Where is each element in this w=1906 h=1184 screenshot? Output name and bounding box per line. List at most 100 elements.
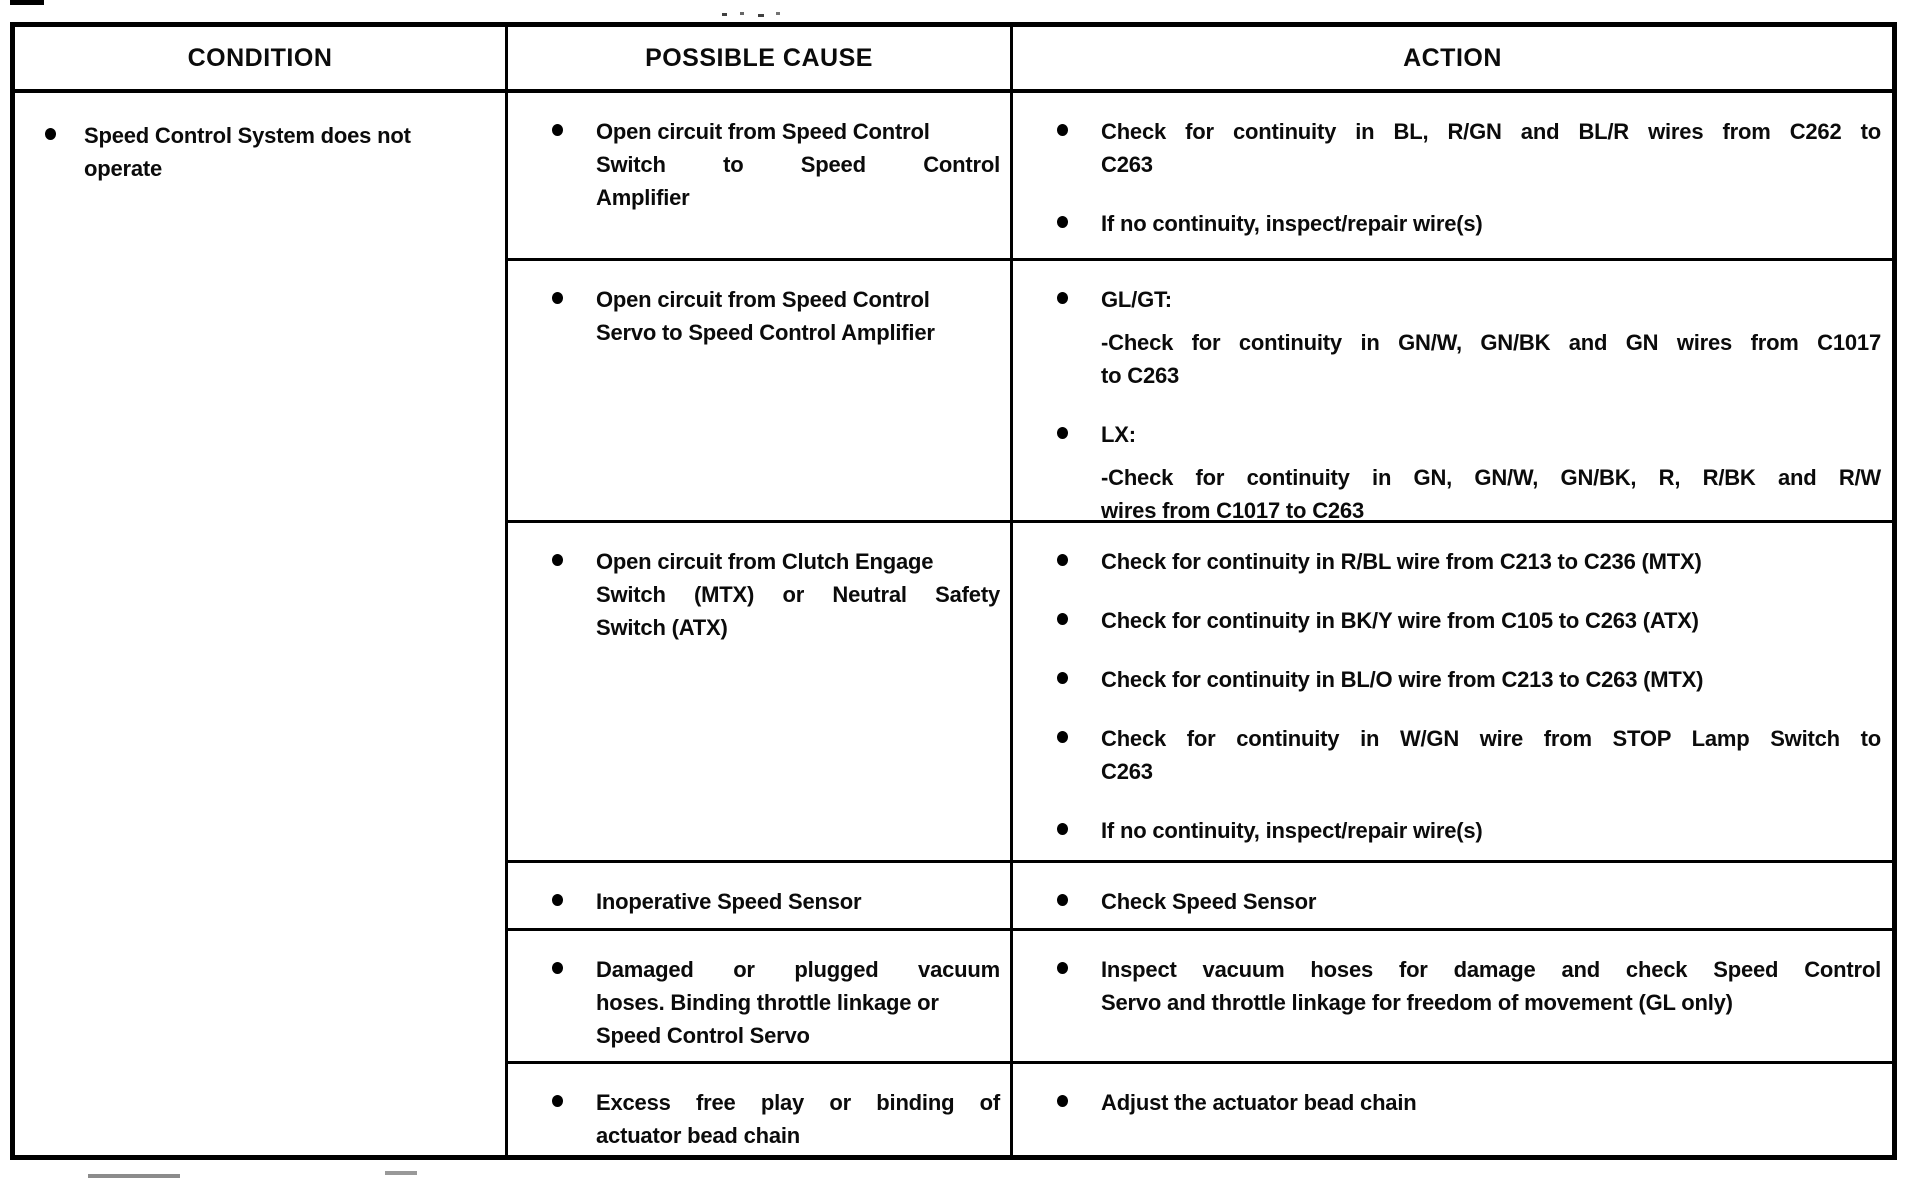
header-action-label: ACTION [1403, 43, 1502, 72]
scan-artifact [722, 13, 727, 16]
action-text: Check for continuity in W/GN wire from S… [1101, 722, 1881, 788]
bullet-icon [1057, 672, 1068, 684]
action-cell: Check Speed Sensor [1013, 860, 1892, 928]
cause-item: Damaged or plugged vacuum hoses. Binding… [552, 953, 1000, 1052]
text-line: Open circuit from Speed Control [596, 119, 930, 144]
text-line: If no continuity, inspect/repair wire(s) [1101, 211, 1483, 236]
text-line: Check for continuity in BL, R/GN and BL/… [1101, 119, 1881, 144]
cause-item: Inoperative Speed Sensor [552, 885, 1000, 918]
bullet-icon [1057, 613, 1068, 625]
text-line: Switch (MTX) or Neutral Safety [596, 582, 1000, 607]
action-text: If no continuity, inspect/repair wire(s) [1101, 207, 1881, 240]
bullet-icon [1057, 216, 1068, 228]
action-text: GL/GT: -Check for continuity in GN/W, GN… [1101, 283, 1881, 392]
text-line: Check for continuity in BK/Y wire from C… [1101, 608, 1699, 633]
scan-artifact [758, 14, 764, 17]
text-line: Switch to Speed Control [596, 152, 1000, 177]
cause-text: Open circuit from Speed Control Servo to… [596, 283, 1000, 349]
action-item: Inspect vacuum hoses for damage and chec… [1057, 953, 1882, 1019]
action-cell: Check for continuity in R/BL wire from C… [1013, 520, 1892, 860]
action-text: Check for continuity in BL/O wire from C… [1101, 663, 1881, 696]
condition-cell: Speed Control System does not operate [15, 93, 505, 1155]
action-item: Check for continuity in BK/Y wire from C… [1057, 604, 1882, 637]
action-text: Check for continuity in BK/Y wire from C… [1101, 604, 1881, 637]
cause-text: Open circuit from Clutch Engage Switch (… [596, 545, 1000, 644]
text-line: Check Speed Sensor [1101, 889, 1317, 914]
action-text: LX: -Check for continuity in GN, GN/W, G… [1101, 418, 1881, 527]
bullet-icon [552, 124, 563, 136]
text-line: Inoperative Speed Sensor [596, 889, 862, 914]
text-line: Check for continuity in W/GN wire from S… [1101, 726, 1881, 751]
bullet-icon [1057, 427, 1068, 439]
cause-item: Open circuit from Speed Control Switch t… [552, 115, 1000, 214]
text-line: operate [84, 156, 163, 181]
action-item: Adjust the actuator bead chain [1057, 1086, 1882, 1119]
cause-cell: Open circuit from Clutch Engage Switch (… [505, 520, 1013, 860]
action-text: If no continuity, inspect/repair wire(s) [1101, 814, 1881, 847]
action-cell: Inspect vacuum hoses for damage and chec… [1013, 928, 1892, 1061]
text-line: Check for continuity in R/BL wire from C… [1101, 549, 1702, 574]
text-line: LX: [1101, 422, 1136, 447]
diagnosis-table: CONDITION POSSIBLE CAUSE ACTION Speed Co… [10, 22, 1897, 1160]
text-line: Servo to Speed Control Amplifier [596, 320, 935, 345]
cause-item: Excess free play or binding of actuator … [552, 1086, 1000, 1152]
cause-text: Excess free play or binding of actuator … [596, 1086, 1000, 1152]
text-line: Excess free play or binding of [596, 1090, 1000, 1115]
action-cell: Check for continuity in BL, R/GN and BL/… [1013, 93, 1892, 258]
text-line: actuator bead chain [596, 1123, 801, 1148]
bullet-icon [552, 292, 563, 304]
text-line: wires from C1017 to C263 [1101, 498, 1364, 523]
action-item: Check for continuity in BL, R/GN and BL/… [1057, 115, 1882, 181]
text-line: -Check for continuity in GN/W, GN/BK and… [1101, 330, 1881, 355]
scan-artifact [88, 1174, 180, 1178]
bullet-icon [1057, 292, 1068, 304]
condition-text: Speed Control System does not operate [84, 119, 484, 185]
action-text: Adjust the actuator bead chain [1101, 1086, 1881, 1119]
text-line: to C263 [1101, 363, 1180, 388]
text-line: Check for continuity in BL/O wire from C… [1101, 667, 1704, 692]
bullet-icon [552, 1095, 563, 1107]
cause-item: Open circuit from Speed Control Servo to… [552, 283, 1000, 349]
bullet-icon [552, 894, 563, 906]
bullet-icon [1057, 731, 1068, 743]
text-line: Switch (ATX) [596, 615, 728, 640]
text-line: C263 [1101, 152, 1153, 177]
action-item: Check for continuity in BL/O wire from C… [1057, 663, 1882, 696]
cause-cell: Inoperative Speed Sensor [505, 860, 1013, 928]
bullet-icon [1057, 1095, 1068, 1107]
cause-cell: Open circuit from Speed Control Servo to… [505, 258, 1013, 520]
action-item: Check Speed Sensor [1057, 885, 1882, 918]
header-condition-label: CONDITION [187, 43, 333, 72]
text-line: GL/GT: [1101, 287, 1172, 312]
text-line: Servo and throttle linkage for freedom o… [1101, 990, 1733, 1015]
action-item: Check for continuity in R/BL wire from C… [1057, 545, 1882, 578]
cause-cell: Open circuit from Speed Control Switch t… [505, 93, 1013, 258]
action-item: If no continuity, inspect/repair wire(s) [1057, 814, 1882, 847]
scan-artifact [740, 12, 744, 15]
cause-item: Open circuit from Clutch Engage Switch (… [552, 545, 1000, 644]
cause-text: Inoperative Speed Sensor [596, 885, 1000, 918]
text-line: Speed Control System does not [84, 123, 411, 148]
scan-artifact [10, 0, 44, 5]
cause-cell: Damaged or plugged vacuum hoses. Binding… [505, 928, 1013, 1061]
bullet-icon [1057, 962, 1068, 974]
bullet-icon [552, 962, 563, 974]
bullet-icon [1057, 554, 1068, 566]
header-possible-cause-label: POSSIBLE CAUSE [645, 43, 873, 72]
scan-artifact [776, 12, 780, 15]
text-line: If no continuity, inspect/repair wire(s) [1101, 818, 1483, 843]
bullet-icon [1057, 894, 1068, 906]
bullet-icon [1057, 124, 1068, 136]
action-item: LX: -Check for continuity in GN, GN/W, G… [1057, 418, 1882, 527]
condition-item: Speed Control System does not operate [45, 119, 487, 185]
action-item: If no continuity, inspect/repair wire(s) [1057, 207, 1882, 240]
text-line: Amplifier [596, 185, 690, 210]
action-cell: Adjust the actuator bead chain [1013, 1061, 1892, 1155]
bullet-icon [552, 554, 563, 566]
text-line: Adjust the actuator bead chain [1101, 1090, 1417, 1115]
header-possible-cause: POSSIBLE CAUSE [505, 27, 1013, 93]
text-line: Inspect vacuum hoses for damage and chec… [1101, 957, 1881, 982]
text-line: Open circuit from Clutch Engage [596, 549, 934, 574]
action-text: Check Speed Sensor [1101, 885, 1881, 918]
